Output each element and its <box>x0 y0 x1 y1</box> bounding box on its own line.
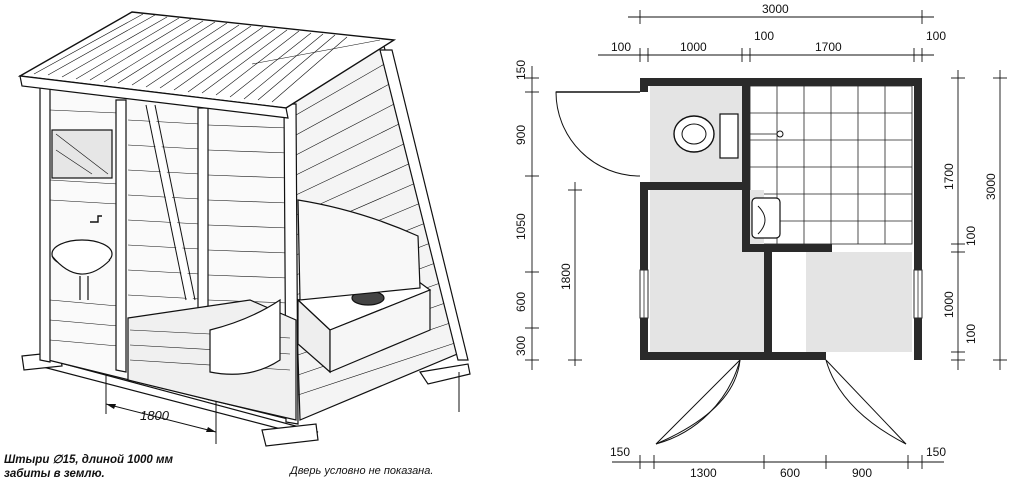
dim-left-1050: 1050 <box>514 213 528 240</box>
dim-top-1000: 1000 <box>680 40 707 54</box>
door-opening <box>209 298 281 375</box>
dim-right-100-a: 100 <box>964 226 978 246</box>
tap-icon <box>90 215 102 223</box>
dim-right-1000: 1000 <box>942 291 956 318</box>
dim-line-1800 <box>105 403 217 433</box>
roof-corrugation <box>33 13 381 103</box>
dim-top-total: 3000 <box>762 2 789 16</box>
toilet-cistern <box>719 113 739 159</box>
dim-top-100-b: 100 <box>754 29 774 43</box>
diagonal-brace-outline <box>145 104 187 301</box>
dim-bottom-150-a: 150 <box>610 445 630 459</box>
skid-foot-right <box>261 423 319 447</box>
cabin-sketch <box>17 11 471 447</box>
dim-left-900: 900 <box>514 125 528 145</box>
dim-left-150: 150 <box>514 60 528 80</box>
door-swing-bottom-right <box>825 359 907 445</box>
dim-left-600: 600 <box>514 292 528 312</box>
shower-head-icon <box>776 130 784 138</box>
sketch-dim-1800: 1800 <box>140 408 170 423</box>
corner-post-left <box>39 85 51 363</box>
dim-right-total: 3000 <box>984 173 998 200</box>
dim-top-1700: 1700 <box>815 40 842 54</box>
slanted-post <box>379 49 469 361</box>
pins-note: Штыри ∅15, длиной 1000 мм забиты в землю… <box>4 453 173 481</box>
dim-left-1800: 1800 <box>559 263 573 290</box>
dim-top-100-a: 100 <box>611 40 631 54</box>
dimension-lines <box>525 10 1007 469</box>
right-room <box>806 252 912 352</box>
dim-bottom-600: 600 <box>780 466 800 480</box>
dim-top-100-c: 100 <box>926 29 946 43</box>
door-note: Дверь условно не показана. <box>290 465 434 477</box>
dim-right-1700: 1700 <box>942 163 956 190</box>
floor-plan <box>555 78 923 445</box>
dim-bottom-1300: 1300 <box>690 466 717 480</box>
door-swing-bottom-left <box>655 359 741 445</box>
dim-bottom-150-b: 150 <box>926 445 946 459</box>
post-middle-1 <box>115 99 127 373</box>
door-swing-top <box>555 91 641 177</box>
diagonal-brace <box>147 104 193 301</box>
bench-back <box>297 199 421 301</box>
dim-bottom-900: 900 <box>852 466 872 480</box>
sink-icon <box>751 197 781 239</box>
dimension-labels: 3000 100 1000 100 1700 100 150 1300 600 … <box>514 2 998 480</box>
diagonal-brace-outline <box>154 104 196 301</box>
dim-left-300: 300 <box>514 336 528 356</box>
dim-right-100-b: 100 <box>964 324 978 344</box>
pins-note-line-1: Штыри ∅15, длиной 1000 мм <box>4 454 174 466</box>
skid-right <box>418 363 471 385</box>
pins-note-line-2: забиты в землю. <box>4 468 105 480</box>
